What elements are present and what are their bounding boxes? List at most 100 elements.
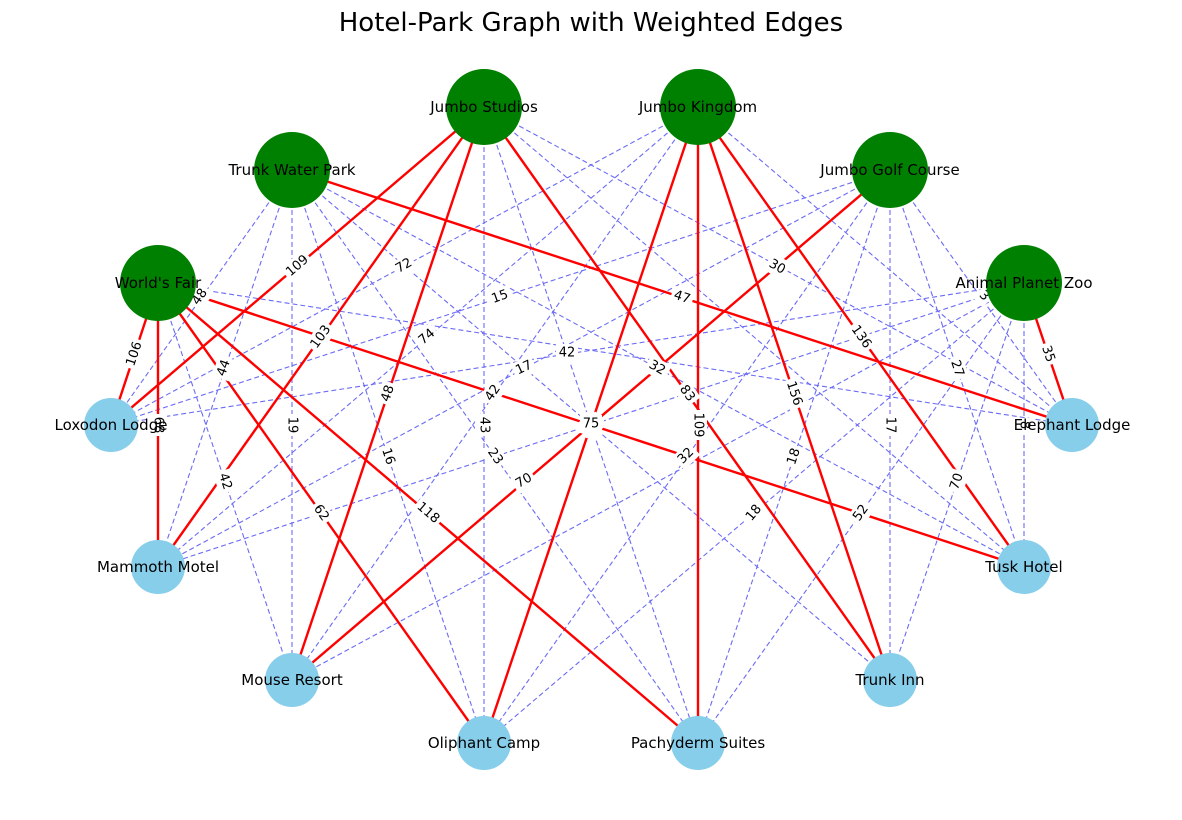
edge-weight-label: 62 (307, 498, 335, 528)
edge-weight-label: 42 (479, 378, 507, 408)
edge-weight-label-text: 17 (883, 417, 898, 434)
edge-weight-label-bg (481, 442, 509, 471)
edge-weight-label-bg (304, 319, 338, 355)
edge-weight-label: 15 (486, 284, 514, 310)
edge-weight-label: 27 (944, 355, 970, 382)
edge-weight-label-bg (410, 496, 446, 530)
hotel-node (265, 653, 319, 707)
edge-weight-label: 19 (283, 414, 301, 436)
edge-weight-label-text: 109 (691, 413, 706, 438)
edge-weight-label: 42 (212, 468, 238, 495)
edge-weight-label-text: 30 (766, 256, 788, 277)
edge-weight-label: 17 (510, 355, 538, 381)
candidate-edge (483, 106, 1025, 568)
edge-weight-label: 43 (475, 414, 493, 436)
edge-weight-label: 103 (304, 319, 338, 355)
candidate-edge (291, 169, 699, 744)
edge-weight-label-text: 42 (215, 471, 235, 491)
edge-weight-label-text: 47 (672, 288, 692, 307)
edge-weight-label-bg (307, 498, 335, 528)
edge-weight-label: 109 (689, 410, 707, 440)
edge-labels-layer: 1916233267423043252717188705210668621187… (121, 249, 1061, 530)
node-label: Elephant Lodge (1014, 416, 1131, 434)
edge-weight-label-text: 44 (214, 358, 234, 379)
edge-weight-label-text: 27 (947, 358, 967, 378)
edge-weight-label: 30 (762, 253, 792, 281)
edge-weight-label-bg (412, 323, 442, 351)
edge-weight-label-text: 75 (583, 417, 600, 432)
page-title: Hotel-Park Graph with Weighted Edges (338, 8, 844, 38)
edge-weight-label-bg (740, 498, 768, 528)
edge-weight-label-bg (844, 319, 878, 355)
edge-weight-label-text: 15 (490, 287, 511, 307)
edge-weight-label-bg (212, 468, 238, 495)
edge-weight-label-bg (1015, 418, 1033, 432)
edge-weight-label: 68 (149, 414, 167, 436)
edge-weight-label-text: 43 (477, 417, 492, 434)
edge-weight-label-bg (186, 282, 214, 312)
edge-weight-label: 17 (881, 414, 899, 436)
edge-weight-label-bg (944, 468, 970, 495)
edge-weight-label-text: 42 (559, 346, 576, 361)
edge-weight-label-bg (556, 344, 578, 362)
edge-weight-label-bg (689, 410, 707, 440)
park-node (986, 245, 1062, 321)
edge-weight-label: 72 (389, 252, 419, 280)
edge-weight-label: 156 (780, 376, 808, 411)
edge-weight-label-text: 72 (393, 255, 415, 276)
edge-weight-label-text: 68 (151, 417, 166, 434)
edge-weight-label: 35 (1035, 340, 1061, 368)
park-node (852, 132, 928, 208)
edge-weight-label: 44 (211, 354, 237, 382)
node-label: World's Fair (115, 274, 202, 292)
edge-weight-label-bg (280, 249, 315, 283)
edge-weight-label: 83 (673, 379, 701, 408)
edge-weight-label-bg (881, 414, 899, 436)
edge-weight-label-text: 32 (646, 357, 668, 378)
candidate-edge (157, 282, 1073, 426)
node-label: Jumbo Kingdom (638, 98, 757, 116)
edge-weight-label: 47 (668, 285, 696, 310)
park-node (120, 245, 196, 321)
edge-weight-label-text: 18 (784, 446, 803, 466)
candidate-edge (110, 282, 1025, 426)
edge-weight-label-bg (479, 378, 507, 408)
edge-weight-label: 32 (671, 441, 701, 471)
edge-weight-label: 70 (944, 468, 970, 495)
edge-weight-label-text: 32 (675, 445, 697, 467)
nodes-layer (84, 69, 1099, 770)
park-node (254, 132, 330, 208)
edge-weight-label: 48 (375, 380, 401, 407)
edge-weight-label: 70 (509, 467, 539, 495)
candidate-edge (697, 169, 891, 744)
candidate-edge (291, 282, 1025, 681)
edge-weight-label-bg (211, 354, 237, 382)
hotel-node (84, 398, 138, 452)
candidate-edge (291, 169, 485, 744)
hotel-node (131, 540, 185, 594)
park-node (446, 69, 522, 145)
node-label: Loxodon Lodge (55, 416, 168, 434)
edge-weight-label-bg (475, 414, 493, 436)
candidate-edge (483, 169, 891, 744)
park-node (660, 69, 736, 145)
edge-weight-label-bg (668, 285, 696, 310)
edge-weight-label-bg (780, 376, 808, 411)
hotel-node (671, 716, 725, 770)
edge-weight-label-bg (847, 498, 875, 528)
node-label: Trunk Inn (854, 671, 924, 689)
edge-weight-label: 74 (412, 323, 442, 351)
edge-weight-label-text: 16 (378, 446, 397, 466)
edge-weight-label: 32 (642, 354, 672, 382)
edge-weight-label-bg (510, 355, 538, 381)
node-label: Pachyderm Suites (631, 734, 766, 752)
edge-weight-label-bg (673, 379, 701, 408)
edge-weight-label-bg (762, 253, 792, 281)
hotel-node (1045, 398, 1099, 452)
edge-weight-label-text: 17 (513, 358, 534, 379)
node-label: Mouse Resort (241, 671, 343, 689)
edge-weight-label: 18 (781, 443, 807, 470)
node-label: Trunk Water Park (227, 161, 355, 179)
